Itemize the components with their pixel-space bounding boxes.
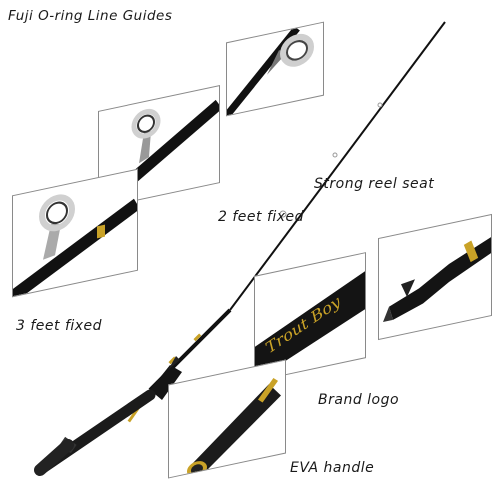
- label-reel-seat: Strong reel seat: [314, 176, 435, 192]
- label-two-feet: 2 feet fixed: [218, 209, 305, 225]
- panel-tip-guide: [226, 21, 324, 117]
- panel-brand-logo: Trout Boy: [254, 252, 366, 382]
- rod-guide-small: [332, 152, 338, 158]
- panel-reel-seat: [378, 213, 492, 341]
- label-three-feet: 3 feet fixed: [16, 318, 103, 334]
- reel-seat-image: [383, 237, 491, 323]
- three-feet-guide-image: [13, 194, 137, 297]
- rod-guide-small: [279, 210, 287, 218]
- guide-closeup-image: [227, 26, 314, 116]
- panel-three-feet-guide: [12, 168, 138, 298]
- rod-tip-section: [229, 21, 446, 311]
- label-brand-logo: Brand logo: [318, 392, 400, 408]
- label-line-guides: Fuji O-ring Line Guides: [8, 8, 173, 24]
- brand-logo-image: Trout Boy: [255, 271, 365, 381]
- label-eva-handle: EVA handle: [290, 460, 375, 476]
- rod-reel-seat: [150, 365, 182, 400]
- rod-guide-small: [377, 102, 383, 108]
